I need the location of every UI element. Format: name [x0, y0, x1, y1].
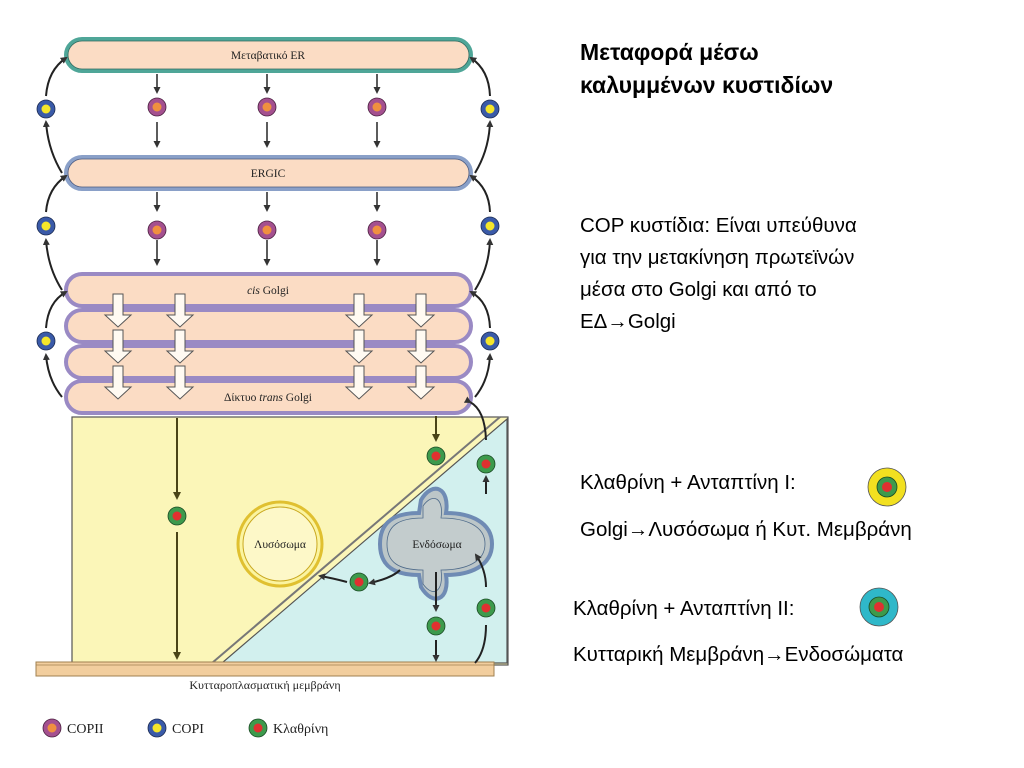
copii-vesicles	[147, 97, 387, 240]
ergic	[64, 155, 473, 191]
legend: COPII COPI Κλαθρίνη	[42, 718, 328, 738]
cop-line: μέσα στο Golgi και από το	[580, 278, 817, 301]
cop-description: COP κυστίδια: Είναι υπεύθυνα για την μετ…	[580, 210, 980, 338]
legend-copi-label: COPI	[172, 722, 204, 737]
adaptin2-vesicle-icon	[859, 587, 899, 627]
retrograde-arrows	[42, 56, 494, 398]
slide-title: Μεταφορά μέσω καλυμμένων κυστιδίων	[580, 36, 1000, 102]
cis-golgi	[64, 272, 473, 308]
adaptin1-label: Κλαθρίνη + Ανταπτίνη Ι:	[580, 471, 796, 494]
membrane-label: Κυτταροπλασματική μεμβράνη	[189, 678, 340, 692]
cop-line: για την μετακίνηση πρωτεϊνών	[580, 246, 855, 269]
medial-golgi-2	[64, 344, 473, 380]
anterograde-arrows	[153, 74, 381, 266]
title-line: καλυμμένων κυστιδίων	[580, 72, 834, 98]
adaptin1-vesicle-icon	[867, 467, 907, 507]
cis-golgi-label: cis Golgi	[247, 285, 289, 297]
adaptin2-label: Κλαθρίνη + Ανταπτίνη ΙΙ:	[573, 597, 795, 620]
plasma-membrane	[35, 661, 495, 677]
clathrin-pathway-arrows	[173, 396, 490, 664]
endosome-label: Ενδόσωμα	[412, 539, 461, 551]
transitional-er	[64, 37, 473, 73]
legend-copii: COPII	[42, 718, 104, 738]
legend-copii-label: COPII	[67, 722, 104, 737]
clathrin-vesicles	[167, 446, 496, 636]
lysosome-label: Λυσόσωμα	[254, 539, 306, 551]
cisternal-progression-arrows	[103, 293, 436, 400]
endosome: Ενδόσωμα	[377, 486, 495, 601]
medial-golgi-1	[64, 308, 473, 344]
legend-clathrin: Κλαθρίνη	[248, 718, 328, 738]
lysosome: Λυσόσωμα	[236, 500, 324, 588]
tgn-label: Δίκτυο trans Golgi	[224, 392, 312, 404]
ergic-label: ERGIC	[251, 168, 286, 180]
title-line: Μεταφορά μέσω	[580, 39, 759, 65]
copi-vesicles	[36, 99, 500, 351]
cop-line: ΕΔ→Golgi	[580, 310, 676, 333]
adaptin1-route: Golgi→Λυσόσωμα ή Κυτ. Μεμβράνη	[580, 518, 912, 541]
legend-copi: COPI	[147, 718, 204, 738]
er-label: Μεταβατικό ER	[231, 50, 305, 62]
cop-line: COP κυστίδια: Είναι υπεύθυνα	[580, 214, 857, 237]
adaptin2-route: Κυτταρική Μεμβράνη→Ενδοσώματα	[573, 643, 904, 666]
legend-clathrin-label: Κλαθρίνη	[273, 722, 328, 737]
